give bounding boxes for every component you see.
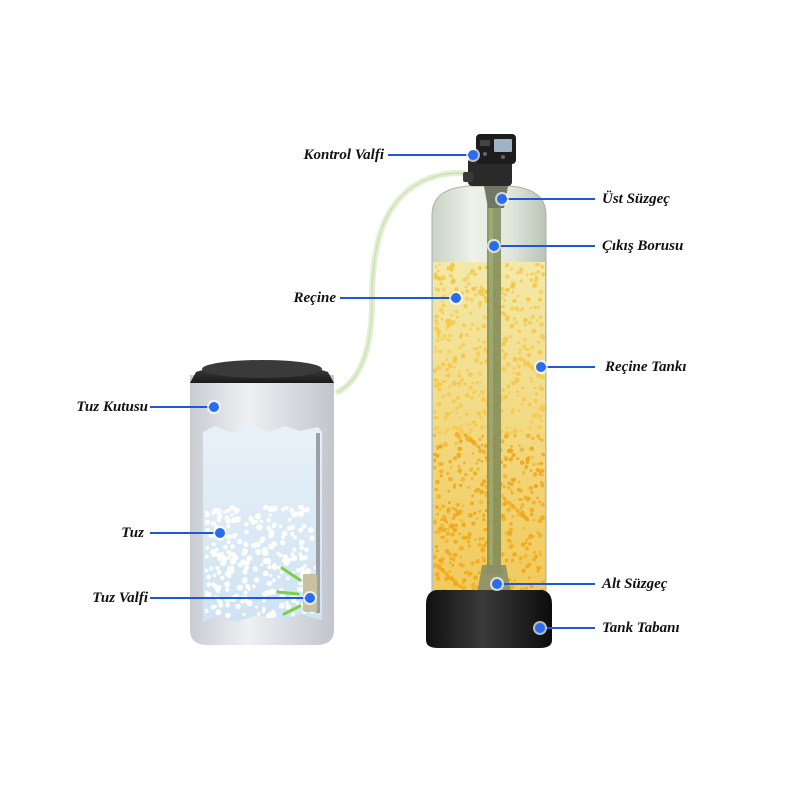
label-alt-suzgec: Alt Süzgeç bbox=[602, 576, 668, 592]
marker-recine bbox=[449, 291, 463, 305]
label-tuz-valfi: Tuz Valfi bbox=[92, 590, 148, 606]
marker-tuz-kutusu bbox=[207, 400, 221, 414]
label-cikis-borusu: Çıkış Borusu bbox=[602, 238, 684, 254]
marker-tuz-valfi bbox=[303, 591, 317, 605]
marker-cikis-borusu bbox=[487, 239, 501, 253]
marker-tuz bbox=[213, 526, 227, 540]
markers bbox=[207, 148, 548, 635]
brine-tank bbox=[190, 360, 334, 645]
valve-display bbox=[494, 139, 512, 152]
marker-ust-suzgec bbox=[495, 192, 509, 206]
label-recine-tanki: Reçine Tankı bbox=[605, 359, 687, 375]
marker-tank-tabani bbox=[533, 621, 547, 635]
label-recine: Reçine bbox=[293, 290, 337, 306]
marker-recine-tanki bbox=[534, 360, 548, 374]
marker-alt-suzgec bbox=[490, 577, 504, 591]
label-tank-tabani: Tank Tabanı bbox=[602, 620, 680, 636]
label-kontrol-valfi: Kontrol Valfi bbox=[303, 147, 384, 163]
marker-kontrol-valfi bbox=[466, 148, 480, 162]
riser-tube bbox=[487, 205, 501, 575]
label-ust-suzgec: Üst Süzgeç bbox=[602, 191, 670, 207]
leader-lines bbox=[150, 154, 595, 629]
tank-base bbox=[426, 590, 552, 648]
label-tuz: Tuz bbox=[121, 525, 144, 541]
control-valve bbox=[463, 134, 516, 186]
label-tuz-kutusu: Tuz Kutusu bbox=[76, 399, 148, 415]
